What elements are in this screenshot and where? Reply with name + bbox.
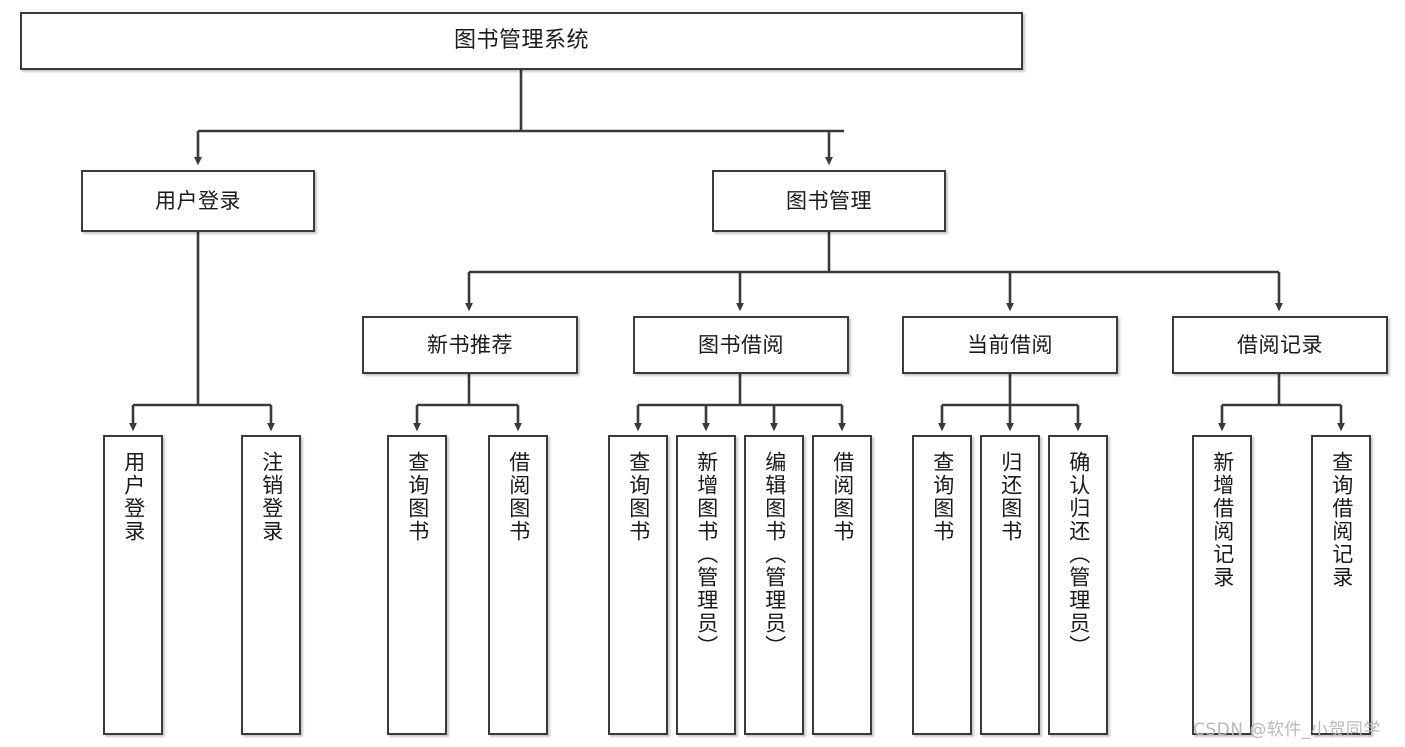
node-label: 用户登录: [121, 451, 146, 543]
node-borrow-records[interactable]: 借阅记录: [1172, 316, 1388, 374]
node-book-borrow[interactable]: 图书借阅: [633, 316, 849, 374]
leaf-return-book[interactable]: 归还图书: [980, 435, 1040, 735]
node-label: 图书借阅: [698, 332, 784, 357]
node-label: 当前借阅: [967, 332, 1053, 357]
leaf-query-book-recommend[interactable]: 查询图书: [387, 435, 447, 735]
leaf-borrow-book-recommend[interactable]: 借阅图书: [488, 435, 548, 735]
node-label: 图书管理: [786, 188, 872, 213]
leaf-confirm-return-admin[interactable]: 确认归还（管理员）: [1048, 435, 1108, 735]
node-current-borrow[interactable]: 当前借阅: [902, 316, 1118, 374]
node-label: 确认归还（管理员）: [1066, 451, 1091, 658]
leaf-borrow-book[interactable]: 借阅图书: [812, 435, 872, 735]
leaf-query-borrow-record[interactable]: 查询借阅记录: [1311, 435, 1371, 735]
leaf-add-book-admin[interactable]: 新增图书（管理员）: [676, 435, 736, 735]
node-label: 借阅图书: [830, 451, 855, 543]
leaf-edit-book-admin[interactable]: 编辑图书（管理员）: [744, 435, 804, 735]
leaf-query-book-current[interactable]: 查询图书: [912, 435, 972, 735]
leaf-user-login[interactable]: 用户登录: [103, 435, 163, 735]
node-label: 图书管理系统: [453, 28, 589, 54]
node-label: 编辑图书（管理员）: [762, 451, 787, 658]
node-label: 借阅记录: [1237, 332, 1323, 357]
node-label: 查询图书: [405, 451, 430, 543]
node-label: 查询借阅记录: [1329, 451, 1354, 589]
node-label: 归还图书: [998, 451, 1023, 543]
node-root-book-management-system[interactable]: 图书管理系统: [20, 12, 1023, 70]
node-label: 用户登录: [155, 188, 241, 213]
node-book-management[interactable]: 图书管理: [712, 170, 946, 232]
node-label: 新增图书（管理员）: [694, 451, 719, 658]
node-label: 新增借阅记录: [1210, 451, 1235, 589]
node-label: 新书推荐: [427, 332, 513, 357]
leaf-logout[interactable]: 注销登录: [241, 435, 301, 735]
node-label: 查询图书: [626, 451, 651, 543]
node-user-login[interactable]: 用户登录: [81, 170, 315, 232]
leaf-query-book-borrow[interactable]: 查询图书: [608, 435, 668, 735]
node-new-book-recommend[interactable]: 新书推荐: [362, 316, 578, 374]
node-label: 借阅图书: [506, 451, 531, 543]
node-label: 查询图书: [930, 451, 955, 543]
csdn-watermark: CSDN @软件_小贺同学: [1193, 720, 1381, 740]
leaf-add-borrow-record[interactable]: 新增借阅记录: [1192, 435, 1252, 735]
node-label: 注销登录: [259, 451, 284, 543]
